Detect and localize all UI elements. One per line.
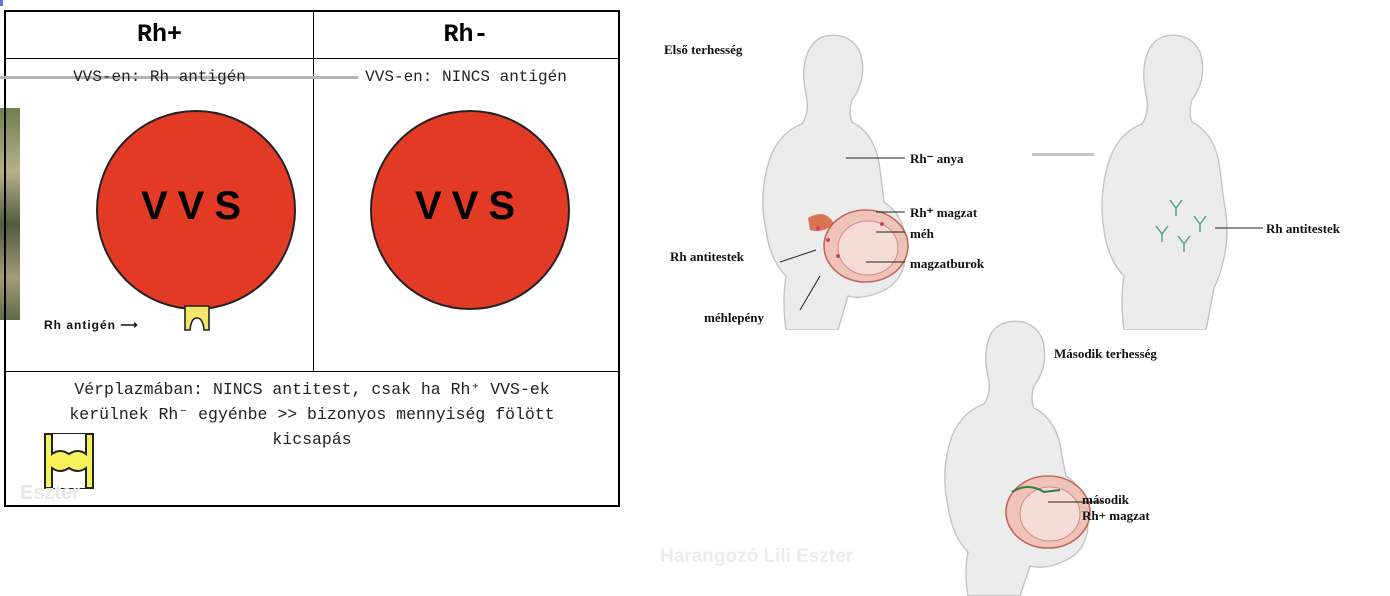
plasma-note-line3: kicsapás [272,430,352,449]
red-blood-cell-rh-negative [370,110,570,310]
watermark: Harangozó Lili Eszter [660,546,854,567]
label-amnion: magzatburok [910,256,985,271]
second-fetus-leader [1048,501,1104,503]
plasma-note-line2: kerülnek Rh⁻ egyénbe >> bizonyos mennyis… [69,405,555,424]
table-header-divider [6,58,618,59]
vvs-label-right: VVS [414,184,526,228]
label-uterus: méh [910,226,934,241]
vvs-label-left: VVS [140,184,252,228]
label-second-fetus-2: Rh+ magzat [1082,508,1150,523]
label-rh-negative-mother: Rh⁻ anya [910,151,964,166]
second-pregnancy-title: Második terhesség [1054,346,1157,361]
connector-line [0,76,358,79]
rh-negative-subtitle: VVS-en: NINCS antigén [365,68,567,86]
pregnancy-diagram: Első terhesség Második terhesség Rh⁻ any… [640,0,1390,596]
rh-antigen-icon [184,305,210,331]
first-pregnancy-figure [762,34,909,330]
first-pregnancy-leaders [780,157,905,311]
watermark-partial: Eszter [20,482,81,504]
label-rh-antibodies-second: Rh antitestek [1266,221,1341,236]
header-rh-positive: Rh+ [136,20,182,49]
edge-marker [0,0,3,6]
label-rh-antibodies-first: Rh antitestek [670,249,745,264]
rh-antigen-label: Rh antigén ⟶ [44,318,139,332]
header-rh-negative: Rh- [443,20,489,49]
second-pregnancy-figure [944,320,1091,596]
plasma-note-line1: Vérplazmában: NINCS antitest, csak ha Rh… [74,380,550,399]
antibodies-leader [1215,227,1263,229]
separator-line [1032,153,1094,156]
table-bottom-divider [6,371,618,372]
post-pregnancy-figure [1101,34,1228,330]
table-vertical-divider [313,12,314,371]
rh-positive-subtitle: VVS-en: Rh antigén [73,68,246,86]
rh-antigen-label-text: Rh antigén [44,318,116,332]
label-second-fetus-1: második [1082,492,1129,507]
label-placenta: méhlepény [704,310,764,325]
arrow-right-icon: ⟶ [120,318,139,332]
label-rh-positive-fetus: Rh⁺ magzat [910,205,978,220]
rh-comparison-table: Rh+ Rh- VVS-en: Rh antigén VVS-en: NINCS… [0,10,620,507]
first-pregnancy-title: Első terhesség [664,42,743,57]
antibody-icon [44,433,94,489]
